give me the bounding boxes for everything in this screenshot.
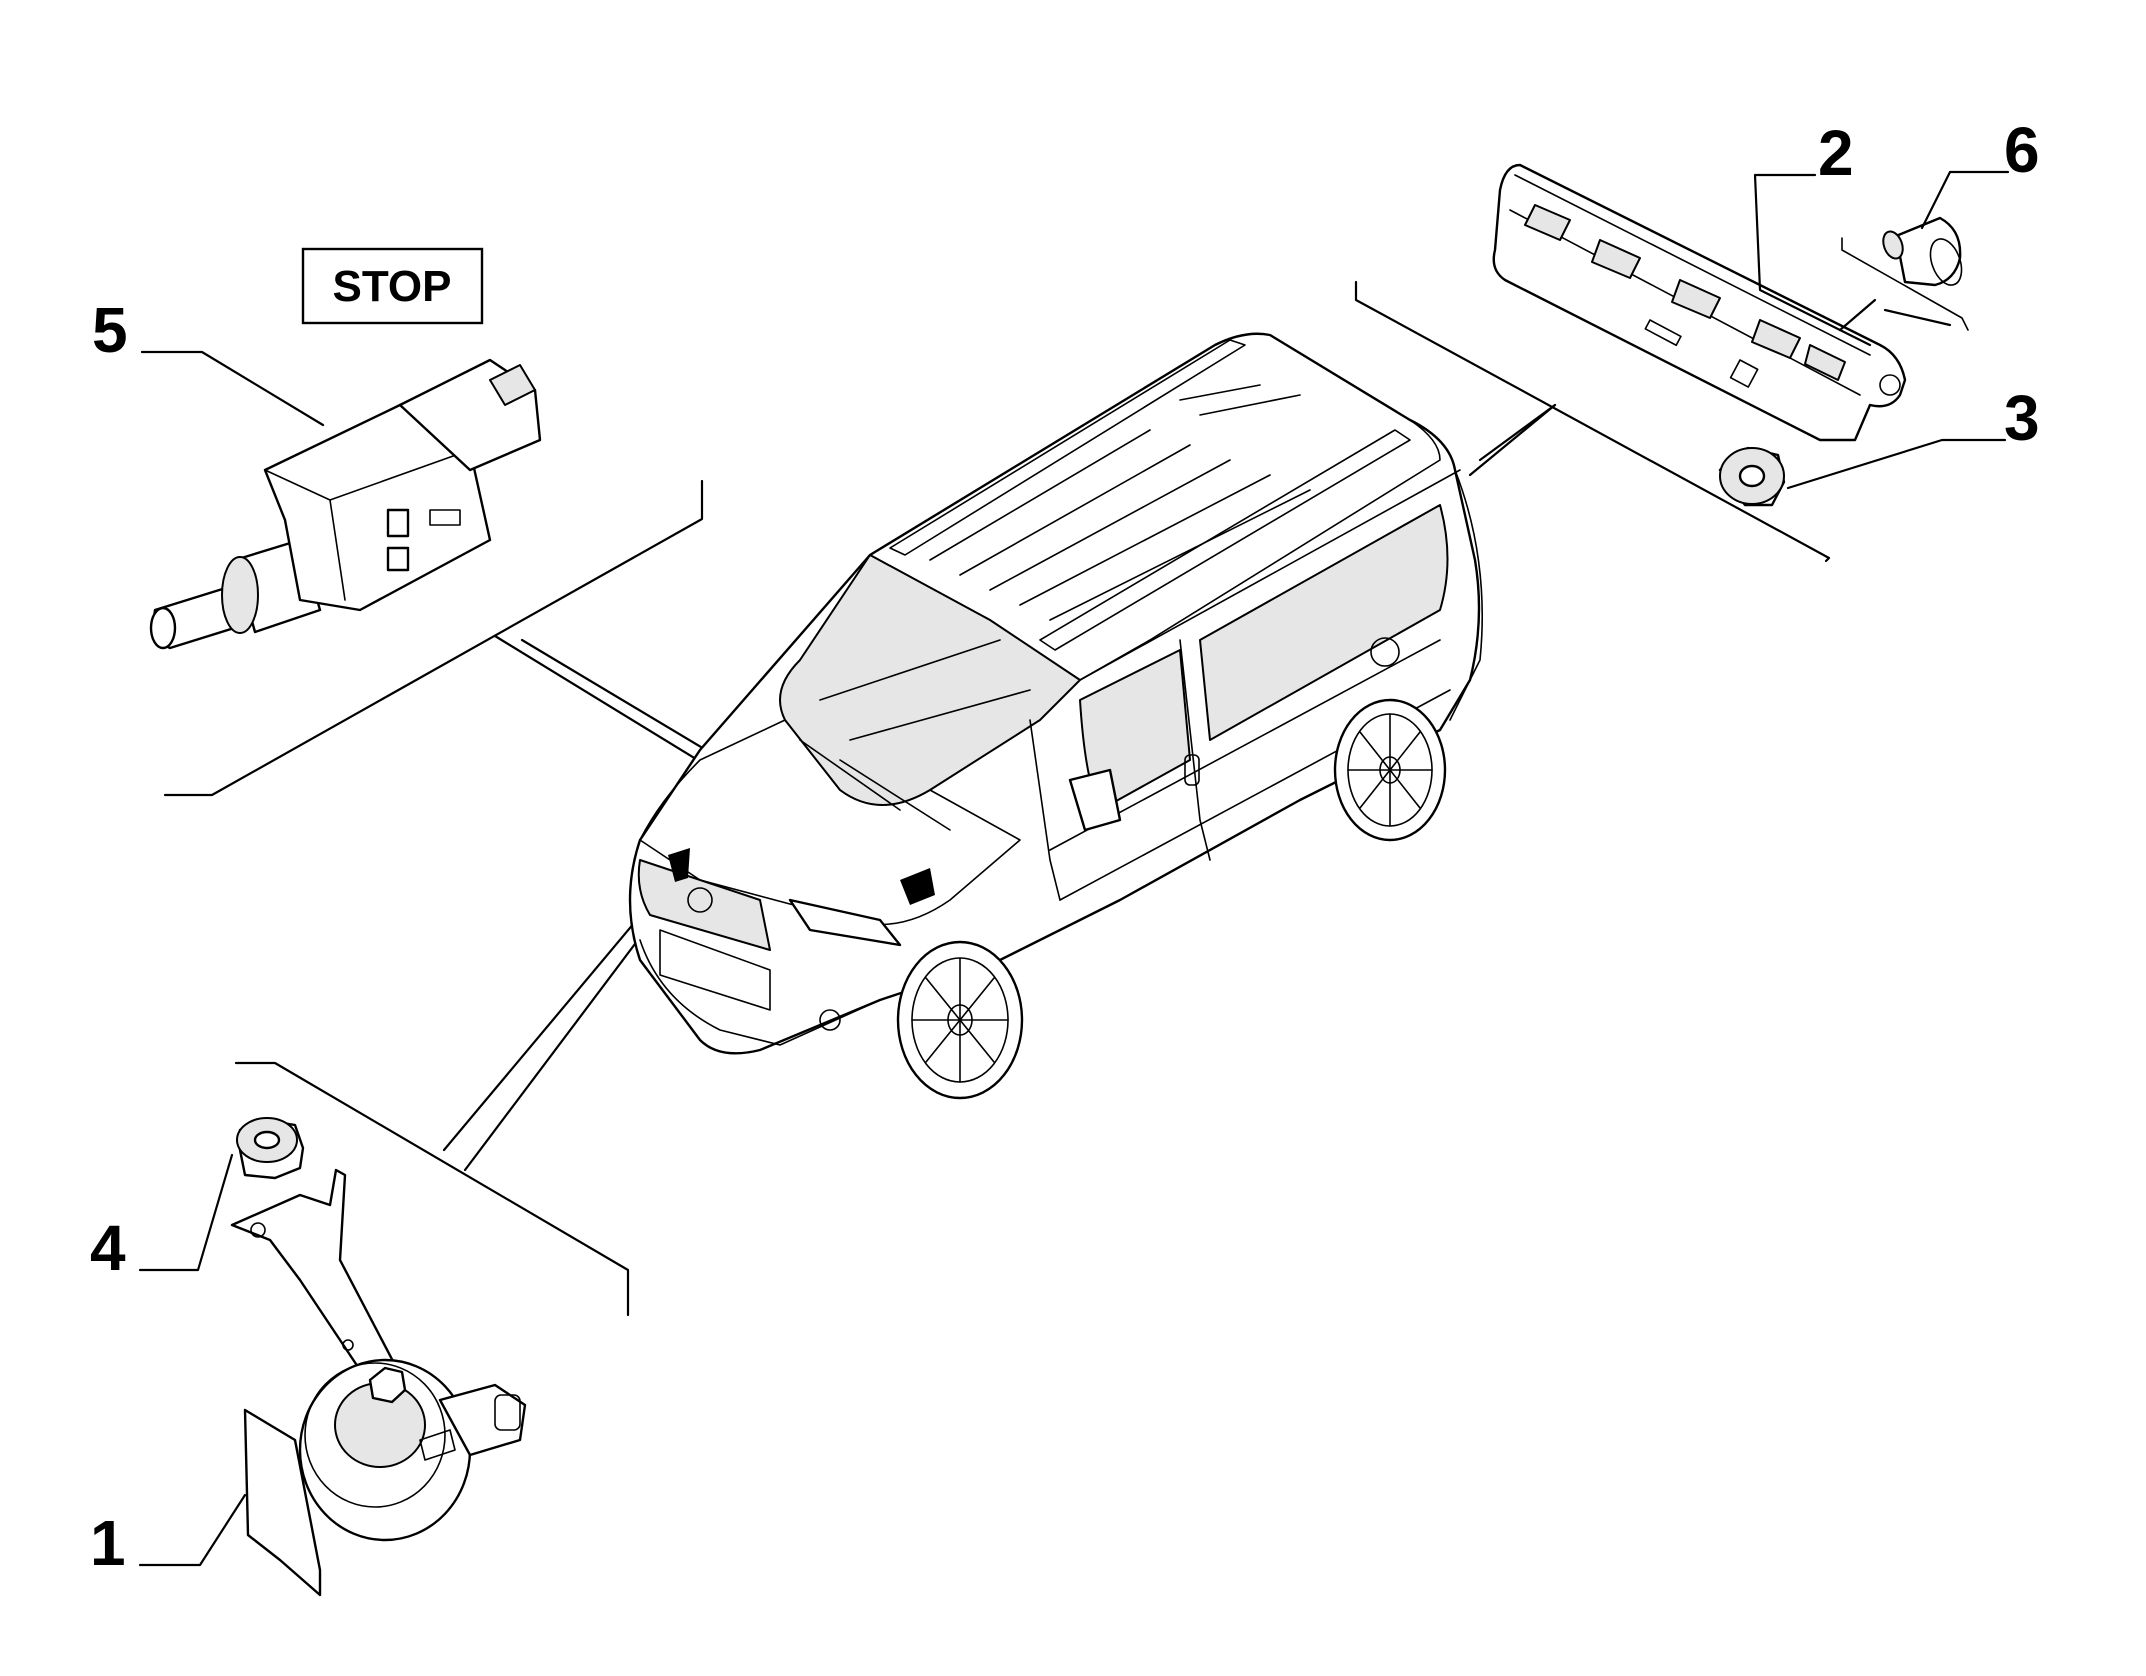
callout-1: 1 xyxy=(90,1507,126,1579)
callout-3: 3 xyxy=(2004,382,2040,454)
stop-label-text: STOP xyxy=(332,262,451,311)
horn-part xyxy=(230,1168,527,1597)
nut-part-4 xyxy=(236,1117,305,1180)
callout-2: 2 xyxy=(1818,117,1854,189)
callout-numbers: 1 2 3 4 5 6 xyxy=(90,114,2040,1579)
group-brackets xyxy=(163,280,1831,1317)
callout-leaders xyxy=(138,170,2010,1567)
callout-4: 4 xyxy=(90,1212,126,1284)
brake-light-switch-part xyxy=(149,358,542,650)
rear-wheel-icon xyxy=(1333,698,1447,842)
callout-5: 5 xyxy=(92,294,128,366)
third-brake-light-part xyxy=(1492,163,1907,442)
nut-part-3 xyxy=(1718,446,1786,507)
front-wheel-icon xyxy=(896,940,1024,1100)
stop-label: STOP xyxy=(301,247,484,325)
bulb-part xyxy=(1882,216,1963,287)
callout-6: 6 xyxy=(2004,114,2040,186)
vehicle-illustration xyxy=(628,332,1484,1100)
